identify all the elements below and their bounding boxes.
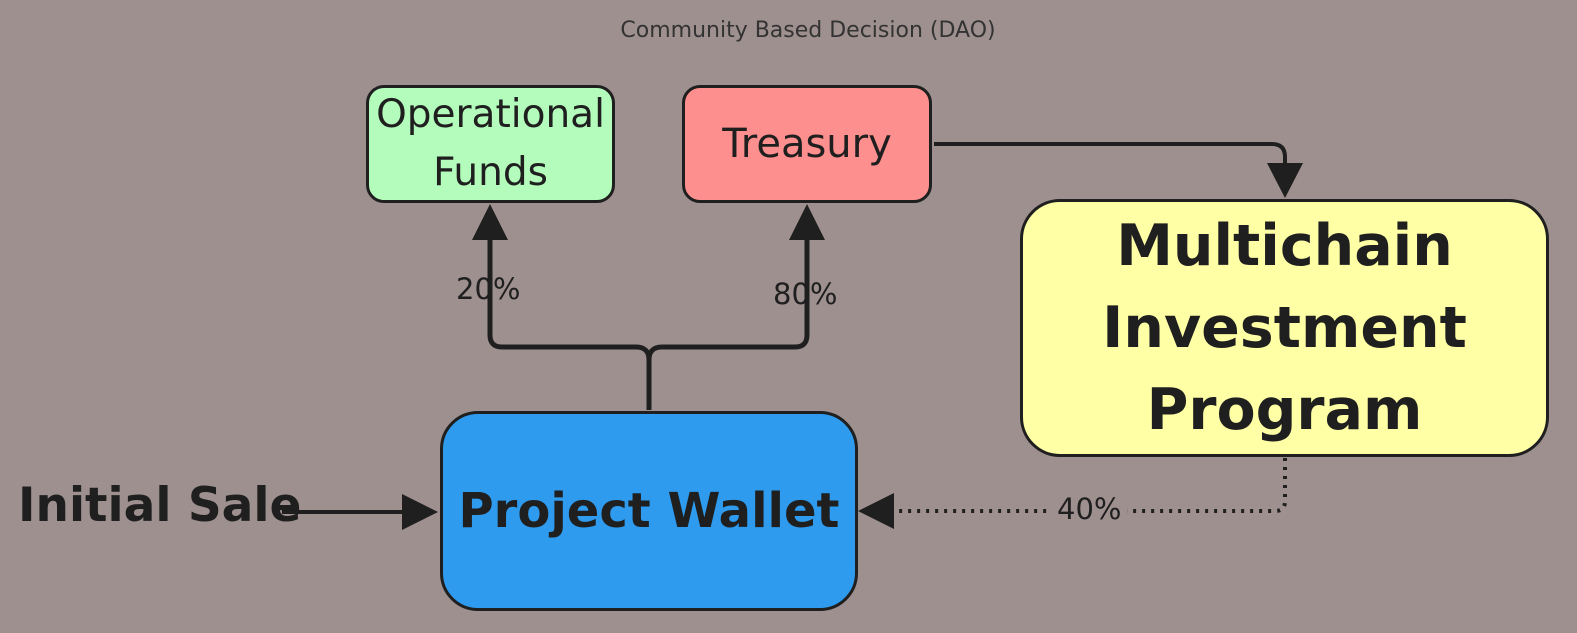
wallet-split-connector — [487, 238, 652, 410]
treasury-node[interactable]: Treasury — [682, 85, 932, 203]
wallet-return-arrowhead — [858, 493, 894, 529]
dao-annotation: Community Based Decision (DAO) — [620, 18, 996, 43]
treasury-to-multichain-line — [934, 142, 1287, 168]
initial-sale-arrowhead — [402, 494, 438, 530]
treasury-share-label: 80% — [773, 277, 838, 311]
treasury-label: Treasury — [722, 121, 892, 167]
return-share-label: 40% — [1051, 492, 1128, 526]
multichain-label: Multichain Investment Program — [1102, 213, 1467, 443]
project-wallet-node[interactable]: Project Wallet — [440, 411, 858, 611]
operational-arrowhead — [472, 204, 508, 240]
operational-funds-label: Operational Funds — [376, 92, 605, 195]
multichain-arrowhead — [1267, 163, 1303, 198]
wallet-split-connector-right — [646, 238, 810, 361]
initial-sale-label: Initial Sale — [18, 478, 302, 533]
project-wallet-label: Project Wallet — [458, 483, 840, 539]
multichain-investment-program-node[interactable]: Multichain Investment Program — [1020, 199, 1549, 457]
operational-share-label: 20% — [456, 272, 521, 306]
treasury-arrowhead — [789, 204, 825, 240]
operational-funds-node[interactable]: Operational Funds — [366, 85, 615, 203]
